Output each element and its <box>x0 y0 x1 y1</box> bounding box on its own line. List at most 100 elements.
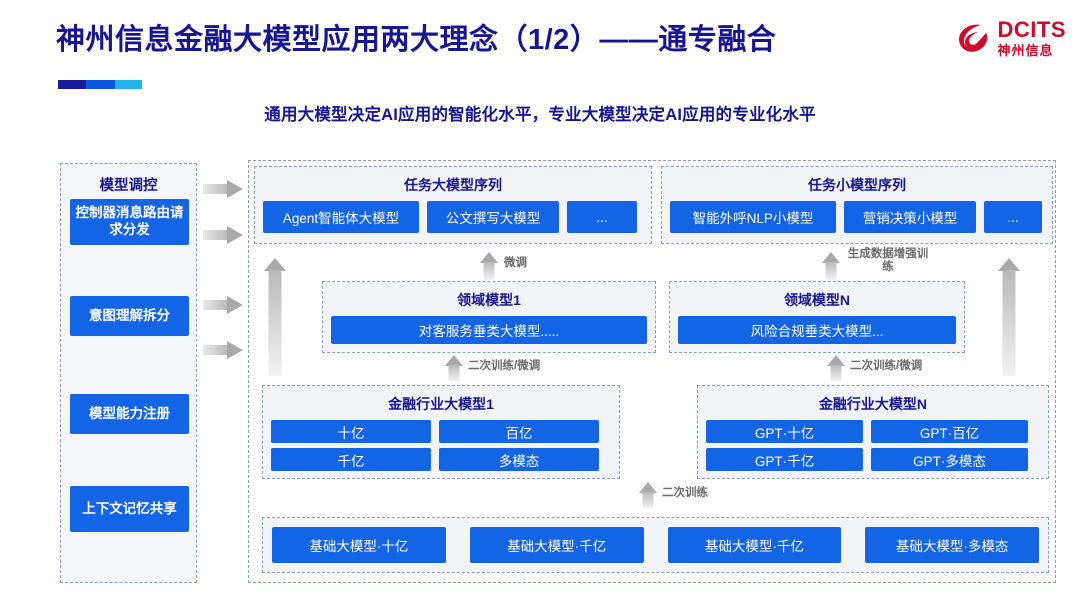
domain-model-1-row: 对客服务垂类大模型..... <box>331 316 647 344</box>
accent-segment-2 <box>86 80 115 89</box>
model-box-gpt-multimodal[interactable]: GPT·多模态 <box>871 448 1028 471</box>
sidebar-item-context-memory[interactable]: 上下文记忆共享 <box>70 486 189 532</box>
finetune-label: 微调 <box>504 257 527 269</box>
sidebar-item-controller-routing[interactable]: 控制器消息路由请求分发 <box>70 199 189 245</box>
retrain-finetune-arrow-left <box>443 355 465 381</box>
arrow-head <box>227 341 243 359</box>
sidebar-item-intent-parsing[interactable]: 意图理解拆分 <box>70 296 189 336</box>
industry-model-n-panel: 金融行业大模型N GPT·十亿 GPT·百亿 GPT·千亿 GPT·多模态 <box>698 386 1048 478</box>
data-augment-label: 生成数据增强训练 <box>847 248 929 274</box>
accent-segment-3 <box>115 80 142 89</box>
industry-model-1-panel: 金融行业大模型1 十亿 百亿 千亿 多模态 <box>263 386 619 478</box>
arrow-shaft <box>203 230 229 240</box>
domain-model-n-title: 领域模型N <box>783 292 851 308</box>
accent-segment-1 <box>58 80 86 89</box>
dcits-swirl-icon <box>953 18 993 58</box>
industry-model-1-group: 金融行业大模型1 十亿 百亿 千亿 多模态 <box>262 385 620 479</box>
model-box-base-multimodal[interactable]: 基础大模型·多模态 <box>865 527 1039 563</box>
model-box-more-1[interactable]: ... <box>567 201 637 233</box>
model-box-customer-service-vertical[interactable]: 对客服务垂类大模型..... <box>331 316 647 344</box>
task-small-model-row: 智能外呼NLP小模型 营销决策小模型 ... <box>670 201 1044 233</box>
task-large-model-panel: 任务大模型序列 Agent智能体大模型 公文撰写大模型 ... <box>255 167 651 243</box>
logo-wordmark: DCITS 神州信息 <box>997 17 1067 58</box>
arrow-head <box>227 296 243 314</box>
finetune-arrow <box>478 252 500 280</box>
company-logo: DCITS 神州信息 <box>953 18 1067 58</box>
model-box-base-qianyi-2[interactable]: 基础大模型·千亿 <box>667 527 842 563</box>
task-small-model-panel: 任务小模型序列 智能外呼NLP小模型 营销决策小模型 ... <box>662 167 1052 243</box>
arrow-head <box>998 258 1020 271</box>
arrow-shaft <box>448 365 460 381</box>
arrow-head <box>445 355 463 366</box>
domain-model-1-panel: 领域模型1 对客服务垂类大模型..... <box>323 282 655 352</box>
model-box-more-2[interactable]: ... <box>984 201 1042 233</box>
connector-arrow-right-3 <box>203 296 243 314</box>
model-box-gpt-baiyi[interactable]: GPT·百亿 <box>871 420 1028 443</box>
arrow-head <box>227 180 243 198</box>
retrain-finetune-arrow-right <box>825 355 847 381</box>
stack-arrow-right-tall <box>996 258 1022 376</box>
industry-model-n-title: 金融行业大模型N <box>818 396 928 412</box>
domain-model-1-title: 领域模型1 <box>457 292 521 308</box>
stack-arrow-left-tall <box>262 258 288 376</box>
retrain-label: 二次训练 <box>662 487 708 499</box>
model-box-doc-writing[interactable]: 公文撰写大模型 <box>427 201 559 233</box>
industry-model-n-row-1: GPT·十亿 GPT·百亿 <box>706 420 1040 443</box>
connector-arrow-right-2 <box>203 226 243 244</box>
model-box-marketing-decision[interactable]: 营销决策小模型 <box>844 201 976 233</box>
industry-model-n-group: 金融行业大模型N GPT·十亿 GPT·百亿 GPT·千亿 GPT·多模态 <box>697 385 1049 479</box>
model-control-column: 模型调控 控制器消息路由请求分发 意图理解拆分 模型能力注册 上下文记忆共享 <box>60 163 197 583</box>
arrow-shaft <box>825 262 837 280</box>
model-box-shiyi[interactable]: 十亿 <box>271 420 431 443</box>
arrow-shaft <box>268 270 282 376</box>
retrain-finetune-label-left: 二次训练/微调 <box>468 360 541 372</box>
arrow-shaft <box>1002 270 1016 376</box>
arrow-head <box>639 482 657 493</box>
arrow-shaft <box>203 300 229 310</box>
task-large-model-group: 任务大模型序列 Agent智能体大模型 公文撰写大模型 ... <box>254 166 652 244</box>
model-box-base-shiyi[interactable]: 基础大模型·十亿 <box>272 527 446 563</box>
page-title: 神州信息金融大模型应用两大理念（1/2）——通专融合 <box>56 24 777 56</box>
task-small-model-title: 任务小模型序列 <box>808 177 906 193</box>
accent-bar <box>58 80 142 89</box>
retrain-finetune-label-right: 二次训练/微调 <box>850 360 923 372</box>
arrow-shaft <box>642 492 654 508</box>
model-box-risk-compliance-vertical[interactable]: 风险合规垂类大模型... <box>678 316 956 344</box>
logo-en-text: DCITS <box>997 17 1066 42</box>
foundation-model-panel: 基础大模型·十亿 基础大模型·千亿 基础大模型·千亿 基础大模型·多模态 <box>263 518 1048 572</box>
connector-arrow-right-1 <box>203 180 243 198</box>
task-large-model-title: 任务大模型序列 <box>404 177 502 193</box>
arrow-head <box>264 258 286 271</box>
domain-model-n-group: 领域模型N 风险合规垂类大模型... <box>669 281 965 353</box>
industry-model-n-row-2: GPT·千亿 GPT·多模态 <box>706 448 1040 471</box>
task-small-model-group: 任务小模型序列 智能外呼NLP小模型 营销决策小模型 ... <box>661 166 1053 244</box>
data-augment-arrow <box>820 252 842 280</box>
model-box-agent[interactable]: Agent智能体大模型 <box>263 201 419 233</box>
domain-model-n-row: 风险合规垂类大模型... <box>678 316 956 344</box>
model-box-qianyi[interactable]: 千亿 <box>271 448 431 471</box>
connector-arrow-right-4 <box>203 341 243 359</box>
arrow-shaft <box>203 184 229 194</box>
retrain-arrow <box>637 482 659 508</box>
industry-model-1-row-2: 千亿 多模态 <box>271 448 611 471</box>
model-box-gpt-qianyi[interactable]: GPT·千亿 <box>706 448 863 471</box>
model-control-title: 模型调控 <box>99 178 158 194</box>
arrow-shaft <box>830 365 842 381</box>
domain-model-n-panel: 领域模型N 风险合规垂类大模型... <box>670 282 964 352</box>
sidebar-item-capability-registry[interactable]: 模型能力注册 <box>70 394 189 434</box>
foundation-model-group: 基础大模型·十亿 基础大模型·千亿 基础大模型·千亿 基础大模型·多模态 <box>262 517 1049 573</box>
model-box-baiyi[interactable]: 百亿 <box>439 420 599 443</box>
arrow-head <box>480 252 498 263</box>
arrow-head <box>827 355 845 366</box>
arrow-shaft <box>203 345 229 355</box>
model-box-gpt-shiyi[interactable]: GPT·十亿 <box>706 420 863 443</box>
industry-model-1-title: 金融行业大模型1 <box>388 396 494 412</box>
foundation-model-row: 基础大模型·十亿 基础大模型·千亿 基础大模型·千亿 基础大模型·多模态 <box>272 527 1039 563</box>
model-box-nlp-outbound[interactable]: 智能外呼NLP小模型 <box>670 201 836 233</box>
subtitle: 通用大模型决定AI应用的智能化水平，专业大模型决定AI应用的专业化水平 <box>264 106 816 124</box>
model-box-base-qianyi-1[interactable]: 基础大模型·千亿 <box>469 527 644 563</box>
model-box-multimodal[interactable]: 多模态 <box>439 448 599 471</box>
logo-cn-text: 神州信息 <box>997 43 1054 58</box>
domain-model-1-group: 领域模型1 对客服务垂类大模型..... <box>322 281 656 353</box>
